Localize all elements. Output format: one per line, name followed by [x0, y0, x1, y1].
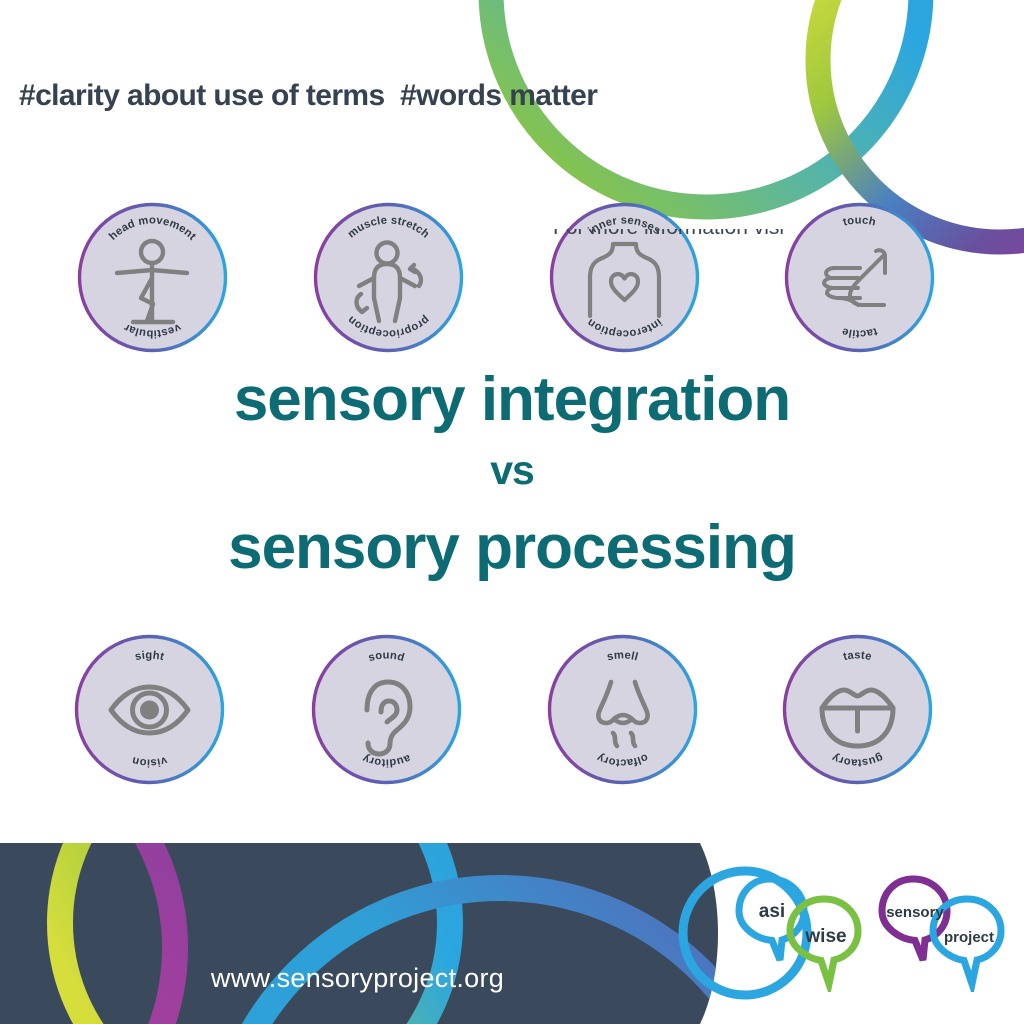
sense-circle-gustatory[interactable]: taste gustaory [782, 634, 933, 785]
sense-label-top: sound [367, 649, 406, 664]
sense-label-top: taste [842, 649, 873, 663]
sense-circle-ring-proprioception: muscle stretch proprioception [313, 202, 464, 353]
logo-group: asi wise sensory project [735, 875, 1005, 992]
sense-label-top: touch [842, 214, 877, 228]
speech-bubble-blue-2 [929, 895, 1005, 992]
sense-circle-ring-auditory: sound auditory [311, 634, 462, 785]
sense-circle-proprioception[interactable]: muscle stretch proprioception [313, 202, 464, 353]
sense-circle-ring-tactile: touch tactile [784, 202, 935, 353]
headline-sensory-integration: sensory integration [233, 365, 791, 434]
headline-vs: vs [490, 447, 535, 493]
sense-label-top: smell [606, 649, 640, 663]
sense-circle-interoception[interactable]: inner senses interoception [549, 202, 700, 353]
logo-word-project: project [944, 929, 994, 946]
sense-circle-olfactory[interactable]: smell olfactory [547, 634, 698, 785]
sense-label-bottom: gustaory [830, 751, 885, 769]
footer-side-ring [678, 866, 812, 1000]
clipped-caption: For more information visit [553, 229, 783, 242]
sense-circle-ring-vestibular: head movement vestibular [77, 202, 228, 353]
sense-circle-vestibular[interactable]: head movement vestibular [77, 202, 228, 353]
hashtag-line: #clarity about use of terms #words matte… [19, 79, 598, 112]
sense-label-bottom: vestibular [122, 321, 183, 340]
sense-circle-ring-interoception: inner senses interoception [549, 202, 700, 353]
eye-icon [108, 684, 191, 736]
speech-bubble-purple [878, 875, 951, 962]
sense-circle-vision[interactable]: sight vision [74, 634, 225, 785]
sense-label-bottom: vision [131, 754, 169, 769]
sense-circle-ring-olfactory: smell olfactory [547, 634, 698, 785]
logo-word-wise: wise [804, 926, 846, 947]
mouth-tongue-icon [819, 687, 896, 749]
speech-bubble-green [786, 895, 862, 992]
nose-icon [596, 679, 650, 749]
sense-circle-ring-gustatory: taste gustaory [782, 634, 933, 785]
stretching-figure-icon [354, 240, 424, 324]
footer-band [0, 843, 812, 1024]
sense-label-bottom: olfactory [595, 751, 650, 769]
sense-circle-tactile[interactable]: touch tactile [784, 202, 935, 353]
asi-wise-logo[interactable]: asi wise [735, 875, 862, 992]
logo-word-asi: asi [759, 901, 785, 922]
sense-circle-ring-vision: sight vision [74, 634, 225, 785]
sense-circle-auditory[interactable]: sound auditory [311, 634, 462, 785]
speech-bubble-blue [735, 875, 808, 962]
sensory-project-logo[interactable]: sensory project [878, 875, 1005, 992]
sense-label-bottom: tactile [841, 325, 879, 340]
ear-icon [364, 679, 413, 757]
balancing-figure-icon [114, 238, 190, 325]
sense-label-top: sight [134, 649, 165, 663]
headline-sensory-processing: sensory processing [228, 513, 797, 582]
logo-word-sensory: sensory [886, 904, 944, 921]
torso-heart-icon [587, 241, 662, 319]
hands-icon [822, 248, 887, 307]
footer-decorative-rings [0, 843, 718, 1024]
website-url[interactable]: www.sensoryproject.org [210, 963, 505, 993]
